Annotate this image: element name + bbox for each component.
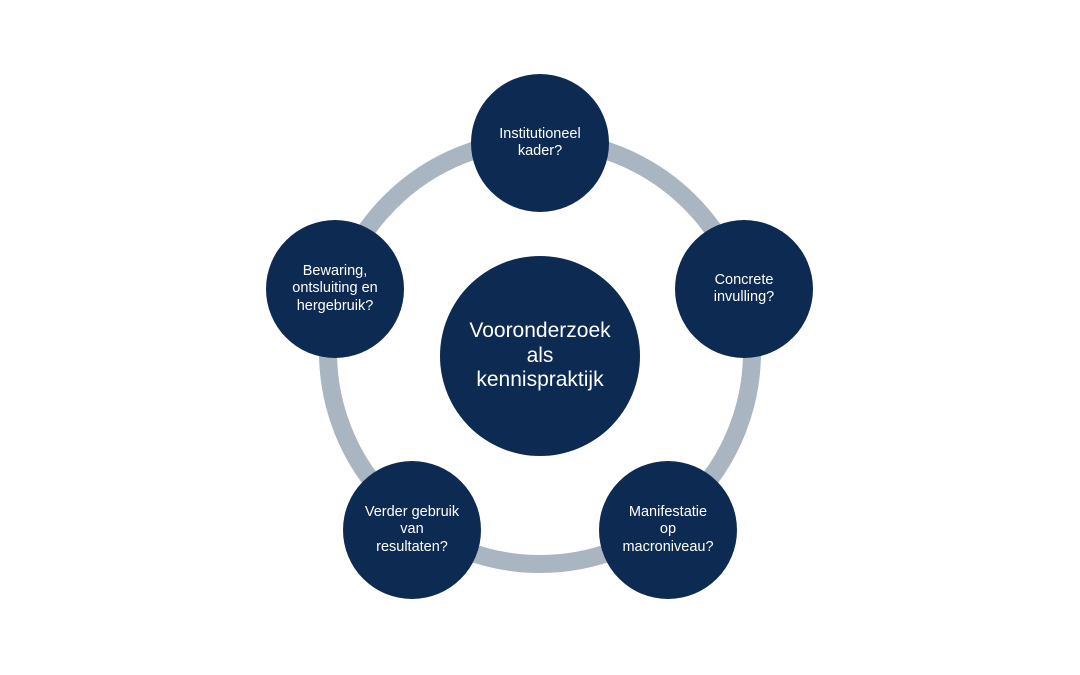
cycle-node-label: Manifestatie op macroniveau? <box>622 504 714 555</box>
center-node-label: Vooronderzoek als kennispraktijk <box>469 318 611 392</box>
cycle-node-concrete-implementation: Concrete invulling? <box>675 220 813 358</box>
cycle-node-institutional-framework: Institutioneel kader? <box>471 74 609 212</box>
cycle-node-label: Verder gebruik van resultaten? <box>364 504 460 555</box>
cycle-node-label: Concrete invulling? <box>713 271 775 305</box>
cycle-node-preservation: Bewaring, ontsluiting en hergebruik? <box>266 220 404 358</box>
cycle-node-further-use: Verder gebruik van resultaten? <box>343 461 481 599</box>
center-node: Vooronderzoek als kennispraktijk <box>440 256 640 456</box>
cycle-node-label: Bewaring, ontsluiting en hergebruik? <box>292 263 378 314</box>
cycle-node-macro-manifestation: Manifestatie op macroniveau? <box>599 461 737 599</box>
cycle-node-label: Institutioneel kader? <box>499 125 581 159</box>
